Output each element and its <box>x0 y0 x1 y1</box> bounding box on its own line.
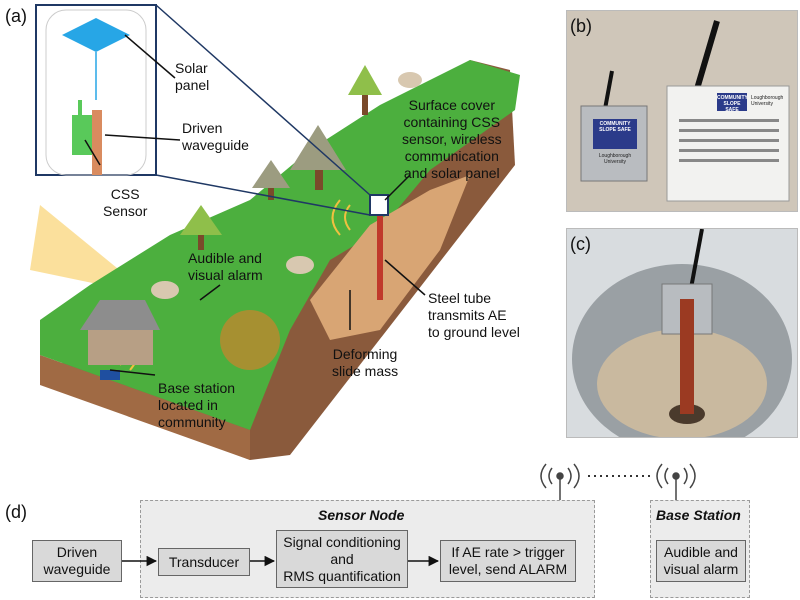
antenna-large <box>694 20 720 90</box>
transducer-box: Transducer <box>158 548 250 576</box>
chamber-steel-tube <box>680 299 694 414</box>
grass-surface <box>40 60 520 430</box>
photo-c-drawing <box>567 229 797 437</box>
tree-1 <box>348 65 382 115</box>
tree-2 <box>290 125 346 190</box>
sensor-antenna-icon <box>540 463 580 500</box>
tree-3 <box>180 205 222 250</box>
tree-4 <box>252 160 290 200</box>
solar-panel-icon <box>62 18 130 52</box>
flow-connectors <box>122 463 696 567</box>
alarm-glow <box>220 310 280 370</box>
base-antenna-icon <box>656 463 696 500</box>
photo-b-drawing <box>567 11 797 211</box>
soil-side <box>40 355 250 460</box>
rock-1 <box>286 256 314 274</box>
rock-3 <box>398 72 422 88</box>
sensor-node-title: Sensor Node <box>318 507 405 523</box>
base-station-title: Base Station <box>656 507 741 523</box>
photo-c <box>566 228 798 438</box>
steel-tube <box>377 210 383 300</box>
landslide-illustration <box>30 4 520 460</box>
panel-a-label: (a) <box>5 6 27 26</box>
surface-cover-icon <box>369 194 389 216</box>
panel-d-label: (d) <box>5 502 27 522</box>
panel-b-label: (b) <box>570 16 592 36</box>
panel-c-label: (c) <box>570 234 591 254</box>
wireless-arcs <box>331 199 351 236</box>
rock-2 <box>151 281 179 299</box>
antenna-small <box>603 70 614 110</box>
community-house <box>80 300 160 380</box>
waveguide-icon <box>92 110 102 175</box>
